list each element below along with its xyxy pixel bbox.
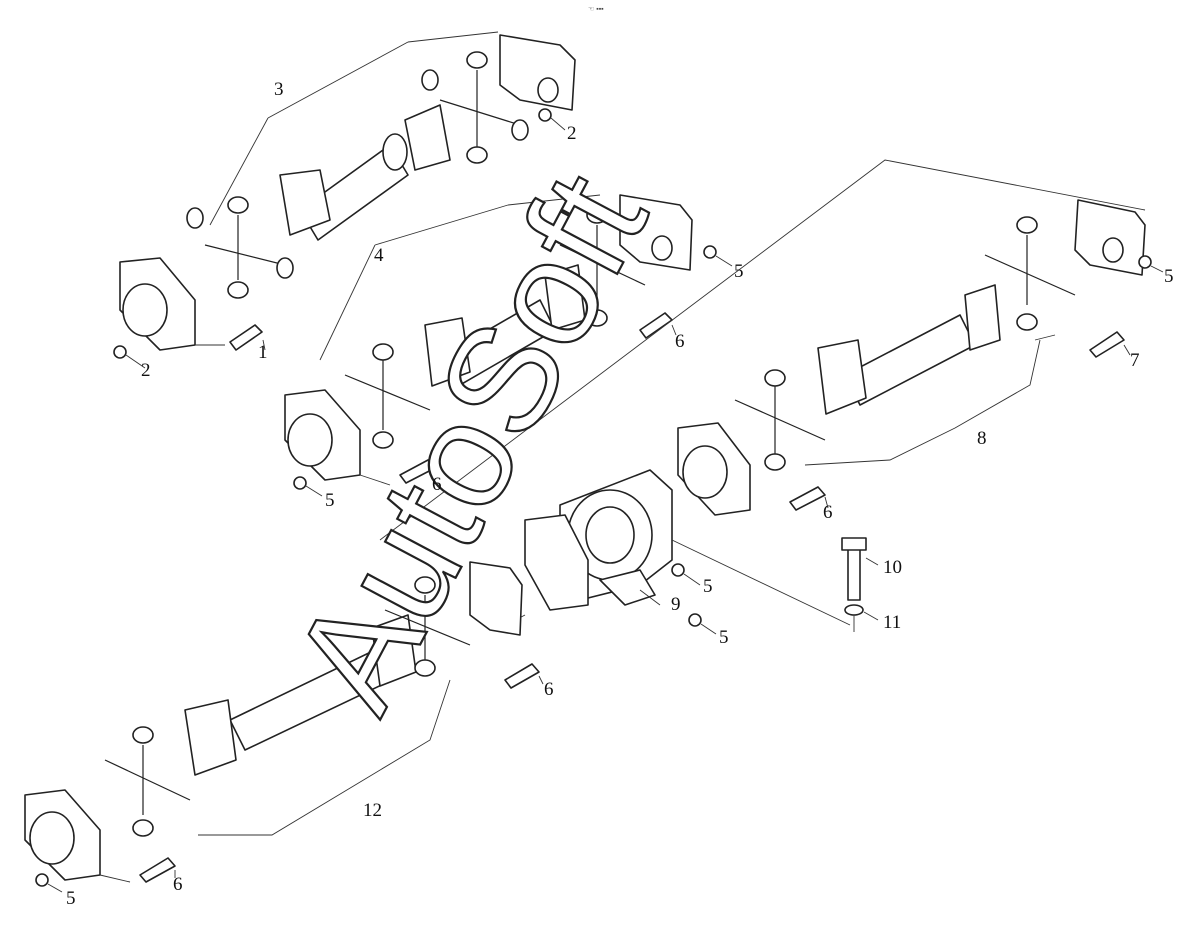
part-label-4: 4 [374, 245, 384, 266]
cross-joint [104, 745, 191, 815]
header-mark: ☜ ▪▪▪ [588, 6, 604, 13]
driveshaft-assembly-12 [24, 561, 544, 893]
part-label-6: 6 [675, 331, 685, 352]
cross-joint [734, 385, 826, 455]
washer [844, 604, 864, 616]
part-label-2: 2 [141, 360, 151, 381]
part-label-6: 6 [823, 502, 833, 523]
flange [524, 514, 589, 611]
part-label-10: 10 [883, 557, 902, 578]
part-label-5: 5 [719, 627, 729, 648]
part-label-5: 5 [66, 888, 76, 909]
driveshaft-assembly-3 [113, 31, 576, 369]
part-label-2: 2 [567, 123, 577, 144]
cross-joint [384, 595, 471, 660]
cross-joint [984, 235, 1076, 305]
flange [469, 561, 523, 636]
intermediate-support-9 [499, 469, 879, 635]
part-label-11: 11 [883, 612, 901, 633]
driveshaft-assembly-4 [284, 194, 733, 497]
part-label-5: 5 [734, 261, 744, 282]
bolt [847, 544, 861, 601]
part-label-5: 5 [325, 490, 335, 511]
flange [619, 194, 693, 271]
bolt [789, 486, 826, 511]
part-label-6: 6 [173, 874, 183, 895]
cross-joint [439, 70, 521, 150]
bolt [1089, 331, 1125, 358]
part-label-5: 5 [703, 576, 713, 597]
part-label-9: 9 [671, 594, 681, 615]
part-label-12: 12 [363, 800, 382, 821]
bolt [399, 459, 436, 484]
part-label-8: 8 [977, 428, 987, 449]
part-label-3: 3 [274, 79, 284, 100]
cross-joint [204, 215, 286, 280]
cross-joint [559, 225, 646, 300]
part-label-5: 5 [1164, 266, 1174, 287]
part-label-6: 6 [544, 679, 554, 700]
flange [1074, 199, 1146, 276]
driveshaft-assembly-8 [379, 159, 1164, 541]
bolt [139, 857, 176, 883]
part-label-1: 1 [258, 342, 268, 363]
bolt [639, 312, 673, 339]
bolt [504, 663, 540, 689]
bolt [229, 324, 263, 351]
part-labels: 1 2 2 3 4 5 5 5 6 6 7 8 6 10 5 9 11 5 6 … [66, 79, 1174, 909]
part-label-7: 7 [1130, 350, 1140, 371]
cross-joint [344, 360, 431, 430]
part-label-6: 6 [432, 474, 442, 495]
flange [499, 34, 576, 111]
